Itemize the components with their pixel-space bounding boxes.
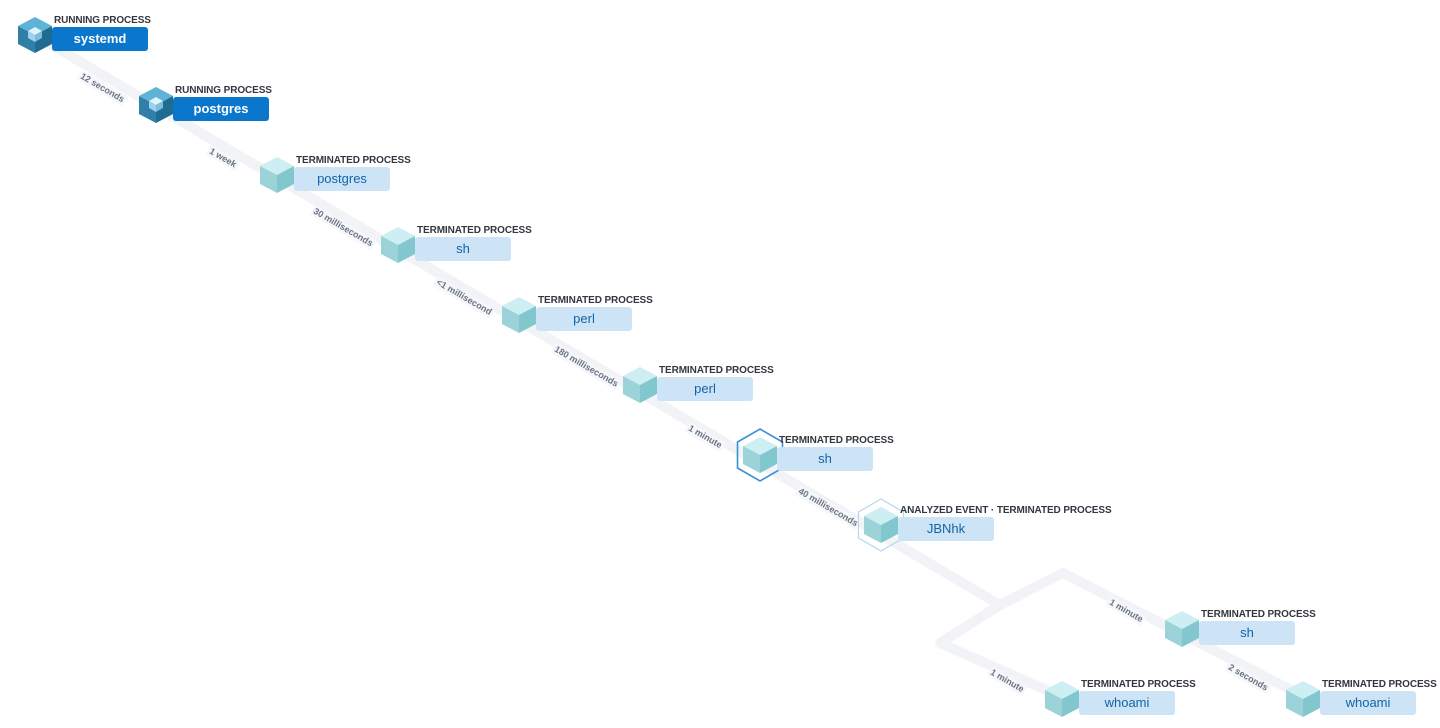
process-name-button[interactable]: JBNhk xyxy=(898,517,994,541)
process-state-label: TERMINATED PROCESS xyxy=(779,435,894,446)
process-state-label: TERMINATED PROCESS xyxy=(538,295,653,306)
selection-ring-icon xyxy=(736,428,784,482)
process-name-button[interactable]: postgres xyxy=(173,97,269,121)
process-name-button[interactable]: sh xyxy=(415,237,511,261)
terminated-process-cube-icon[interactable] xyxy=(1043,679,1081,719)
branch-line xyxy=(995,568,1310,702)
terminated-process-cube-icon[interactable] xyxy=(741,435,779,475)
terminated-process-cube-icon[interactable] xyxy=(1163,609,1201,649)
running-process-cube-icon[interactable] xyxy=(137,85,175,125)
process-name-button[interactable]: postgres xyxy=(294,167,390,191)
process-state-label: TERMINATED PROCESS xyxy=(417,225,532,236)
terminated-process-cube-icon[interactable] xyxy=(862,505,900,545)
process-name-button[interactable]: perl xyxy=(536,307,632,331)
process-state-label: TERMINATED PROCESS xyxy=(659,365,774,376)
terminated-process-cube-icon[interactable] xyxy=(379,225,417,265)
terminated-process-cube-icon[interactable] xyxy=(258,155,296,195)
process-name-button[interactable]: whoami xyxy=(1079,691,1175,715)
process-name-button[interactable]: systemd xyxy=(52,27,148,51)
process-state-label: RUNNING PROCESS xyxy=(175,85,272,96)
terminated-process-cube-icon[interactable] xyxy=(500,295,538,335)
running-process-cube-icon[interactable] xyxy=(16,15,54,55)
branch-line xyxy=(935,600,1067,702)
process-state-label: RUNNING PROCESS xyxy=(54,15,151,26)
process-state-label: TERMINATED PROCESS xyxy=(1081,679,1196,690)
process-name-button[interactable]: sh xyxy=(777,447,873,471)
terminated-process-cube-icon[interactable] xyxy=(1284,679,1322,719)
process-state-label: TERMINATED PROCESS xyxy=(296,155,411,166)
process-state-label: ANALYZED EVENT · TERMINATED PROCESS xyxy=(900,505,1112,516)
process-name-button[interactable]: sh xyxy=(1199,621,1295,645)
process-name-button[interactable]: whoami xyxy=(1320,691,1416,715)
terminated-process-cube-icon[interactable] xyxy=(621,365,659,405)
process-state-label: TERMINATED PROCESS xyxy=(1201,609,1316,620)
process-state-label: TERMINATED PROCESS xyxy=(1322,679,1437,690)
process-name-button[interactable]: perl xyxy=(657,377,753,401)
analyzed-ring-icon xyxy=(857,498,905,552)
